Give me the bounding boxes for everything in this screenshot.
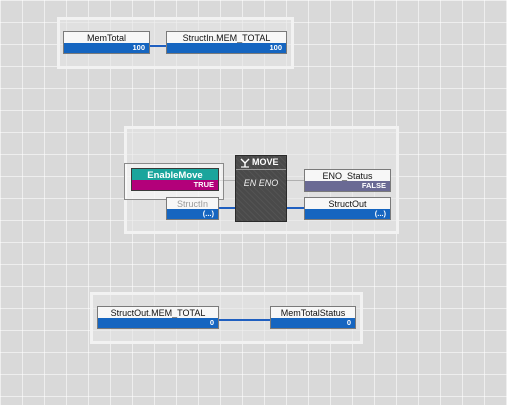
structin-mem-total-block[interactable]: StructIn.MEM_TOTAL 100 bbox=[166, 31, 287, 54]
structin-block[interactable]: StructIn (...) bbox=[166, 197, 219, 220]
structout-mem-total-value: 0 bbox=[98, 318, 218, 328]
enablemove-block[interactable]: EnableMove TRUE bbox=[131, 168, 219, 191]
wire-memtotal-to-structin bbox=[150, 45, 166, 47]
structin-label: StructIn bbox=[176, 199, 208, 209]
structout-label: StructOut bbox=[328, 199, 367, 209]
structin-value: (...) bbox=[167, 209, 218, 219]
structout-block[interactable]: StructOut (...) bbox=[304, 197, 391, 220]
memtotal-label: MemTotal bbox=[86, 33, 126, 43]
structout-mem-total-block[interactable]: StructOut.MEM_TOTAL 0 bbox=[97, 306, 219, 329]
memtotalstatus-block[interactable]: MemTotalStatus 0 bbox=[270, 306, 356, 329]
eno-status-label: ENO_Status bbox=[322, 171, 373, 181]
wire-enable-to-move bbox=[219, 180, 235, 181]
structout-value: (...) bbox=[305, 209, 390, 219]
move-pins-label: EN ENO bbox=[243, 178, 279, 188]
move-header: MOVE bbox=[236, 156, 286, 170]
memtotalstatus-value: 0 bbox=[271, 318, 355, 328]
structin-mem-total-value: 100 bbox=[167, 43, 286, 53]
eno-status-block[interactable]: ENO_Status FALSE bbox=[304, 169, 391, 192]
structout-mem-total-label: StructOut.MEM_TOTAL bbox=[110, 308, 206, 318]
memtotalstatus-label: MemTotalStatus bbox=[280, 308, 346, 318]
wire-structout-to-memtotalstatus bbox=[219, 319, 270, 321]
structin-mem-total-label: StructIn.MEM_TOTAL bbox=[182, 33, 271, 43]
memtotal-block[interactable]: MemTotal 100 bbox=[63, 31, 150, 54]
wire-move-to-structout bbox=[287, 207, 304, 209]
enablemove-label: EnableMove bbox=[132, 169, 218, 182]
memtotal-value: 100 bbox=[64, 43, 149, 53]
eno-status-value: FALSE bbox=[305, 181, 390, 191]
wire-move-to-eno bbox=[287, 180, 304, 181]
move-title: MOVE bbox=[252, 157, 279, 167]
move-function-block[interactable]: MOVE EN ENO bbox=[235, 155, 287, 222]
move-icon bbox=[239, 156, 251, 169]
wire-structin-to-move bbox=[219, 207, 235, 209]
enablemove-value: TRUE bbox=[132, 180, 218, 190]
